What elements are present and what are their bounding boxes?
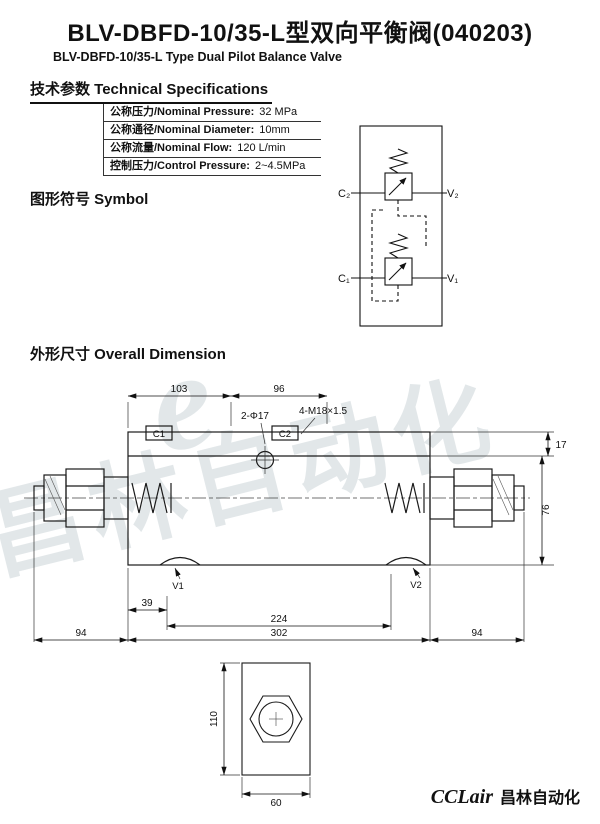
dim-threads-label: 4-M18×1.5 [299, 406, 348, 417]
left-end-cap [33, 468, 172, 528]
hatch-lines [44, 475, 514, 516]
symbol-port-c1-label: C₁ [338, 273, 350, 285]
spec-label: 公称流量/Nominal Flow: [110, 142, 233, 154]
page-subtitle: BLV-DBFD-10/35-L Type Dual Pilot Balance… [53, 50, 342, 64]
spec-row-pressure: 公称压力/Nominal Pressure: 32 MPa [104, 104, 321, 122]
valve-unit-bottom [351, 209, 447, 302]
dim-94-right-label: 94 [471, 628, 483, 639]
dim-94-left-label: 94 [75, 628, 87, 639]
spec-value: 10mm [259, 124, 290, 136]
port-v1-label: V1 [172, 581, 184, 592]
end-view-extension-lines [220, 662, 311, 798]
dim-96-label: 96 [273, 384, 285, 395]
spec-label: 公称压力/Nominal Pressure: [110, 106, 255, 118]
symbol-heading: 图形符号 Symbol [30, 191, 149, 208]
dim-39-label: 39 [141, 598, 153, 609]
footer-brand: CCLair [430, 786, 493, 808]
dim-76-label: 76 [541, 504, 552, 516]
hex-nut [249, 695, 303, 743]
symbol-port-c2-label: C₂ [338, 188, 350, 200]
port-c1-label: C1 [153, 429, 165, 440]
end-view-drawing: 110 60 [209, 662, 311, 809]
spec-label: 控制压力/Control Pressure: [110, 160, 250, 172]
dim-224-label: 224 [271, 614, 288, 625]
extension-lines [33, 402, 554, 642]
dim-302-label: 302 [271, 628, 288, 639]
spec-value: 32 MPa [259, 106, 298, 118]
end-view-crosshair [269, 712, 283, 726]
spec-label: 公称通径/Nominal Diameter: [110, 124, 255, 136]
valve-unit-top [351, 148, 447, 248]
spec-row-control-pressure: 控制压力/Control Pressure: 2~4.5MPa [104, 158, 321, 176]
footer-company: 昌林自动化 [499, 790, 580, 807]
spec-value: 120 L/min [237, 142, 286, 154]
end-view-outline [241, 662, 311, 776]
valve-body-outline [33, 425, 525, 566]
symbol-port-v1-label: V₁ [447, 273, 458, 285]
page-title: BLV-DBFD-10/35-L型双向平衡阀(040203) [67, 20, 533, 47]
symbol-frame [359, 125, 443, 327]
dimension-lines [33, 393, 551, 643]
port-v2-label: V2 [410, 580, 422, 591]
dim-110-label: 110 [209, 711, 220, 727]
dimension-heading: 外形尺寸 Overall Dimension [30, 346, 226, 363]
symbol-port-v2-label: V₂ [447, 188, 459, 200]
footer: CCLair 昌林自动化 [431, 784, 580, 809]
specs-heading: 技术参数 Technical Specifications [30, 78, 273, 104]
dim-60-label: 60 [270, 798, 282, 809]
end-view-dimension-lines [221, 662, 311, 797]
dim-103-label: 103 [171, 384, 188, 395]
hole-crosshair [174, 417, 421, 580]
port-c2-label: C2 [279, 429, 291, 440]
hydraulic-symbol-diagram: C₂ V₂ C₁ V₁ [338, 125, 459, 327]
outline-drawing: 103 96 2-Φ17 4-M18×1.5 C1 C2 17 76 V1 V2… [24, 384, 567, 643]
spec-row-diameter: 公称通径/Nominal Diameter: 10mm [104, 122, 321, 140]
spec-row-flow: 公称流量/Nominal Flow: 120 L/min [104, 140, 321, 158]
right-end-cap [384, 468, 525, 528]
dim-17-label: 17 [555, 440, 567, 451]
specs-table: 公称压力/Nominal Pressure: 32 MPa 公称通径/Nomin… [103, 104, 321, 176]
dim-holes-label: 2-Φ17 [241, 411, 269, 422]
spec-value: 2~4.5MPa [254, 160, 306, 172]
